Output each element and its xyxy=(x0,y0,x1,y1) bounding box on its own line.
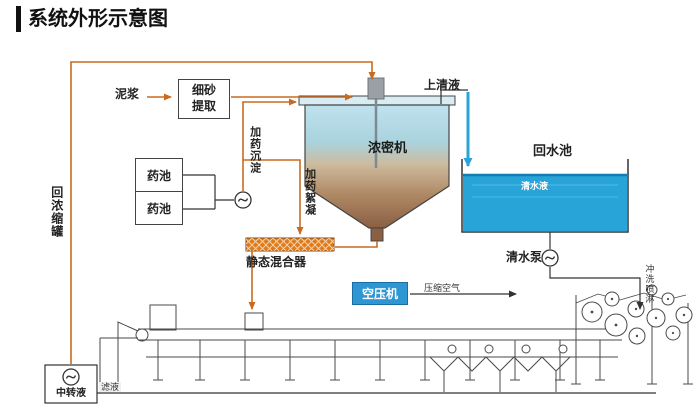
pipes-black xyxy=(97,89,656,394)
return-water-pool xyxy=(461,159,629,233)
transfer-liquid-label: 中转液 xyxy=(56,388,86,399)
clear-water-pump-label: 清水泵 xyxy=(506,250,543,264)
chem-tank-bottom-box: 药池 xyxy=(135,191,183,225)
flush-spray-label: 冲洗喷淋 xyxy=(644,264,655,304)
pipes-orange xyxy=(70,61,378,364)
clear-water-label: 清水液 xyxy=(521,181,549,191)
dose-flocculant-pipe xyxy=(243,159,304,235)
dosing-pump-icon xyxy=(234,191,252,209)
filtrate-label: 滤液 xyxy=(99,382,122,393)
thickener-tank xyxy=(298,77,456,242)
press-roller-section xyxy=(571,284,693,385)
mixer-feed-box xyxy=(244,312,264,331)
transfer-pump-icon xyxy=(62,368,80,386)
chem-tank-top-box: 药池 xyxy=(135,158,183,192)
fine-sand-extractor-box: 细砂提取 xyxy=(178,79,230,119)
thickener-motor xyxy=(367,77,385,100)
air-compressor-label: 空压机 xyxy=(361,287,398,301)
mud-label: 泥浆 xyxy=(115,87,140,101)
air-compressor-box: 空压机 xyxy=(352,282,408,305)
supernatant-pipe xyxy=(440,89,468,104)
underflow-pipe xyxy=(335,241,378,248)
return-to-thickener-label: 回浓缩罐 xyxy=(49,186,64,238)
dose-settling-pipe xyxy=(242,98,297,191)
thickener-label: 浓密机 xyxy=(368,140,408,155)
page-title: 系统外形示意图 xyxy=(16,6,168,32)
return-concentrate-pipe xyxy=(70,61,376,364)
chem-tank-top-label: 药池 xyxy=(146,168,171,183)
return-water-pool-label: 回水池 xyxy=(533,143,573,158)
compressed-air-label: 压缩空气 xyxy=(424,283,461,293)
pool-water xyxy=(463,174,627,231)
thickener-outlet xyxy=(370,227,384,242)
static-mixer-label: 静态混合器 xyxy=(246,255,307,269)
flush-water-pipe xyxy=(549,267,644,310)
static-mixer xyxy=(245,237,335,252)
dose-flocculant-label: 加药絮凝 xyxy=(303,168,316,216)
supernatant-label: 上清液 xyxy=(424,78,461,92)
feed-hopper xyxy=(149,304,177,331)
dose-settling-label: 加药沉淀 xyxy=(248,126,261,174)
clear-water-pump-icon xyxy=(541,249,559,267)
fine-sand-extractor-label: 细砂提取 xyxy=(191,83,216,113)
chem-tank-bottom-label: 药池 xyxy=(146,201,171,216)
machine-legs xyxy=(153,340,605,381)
